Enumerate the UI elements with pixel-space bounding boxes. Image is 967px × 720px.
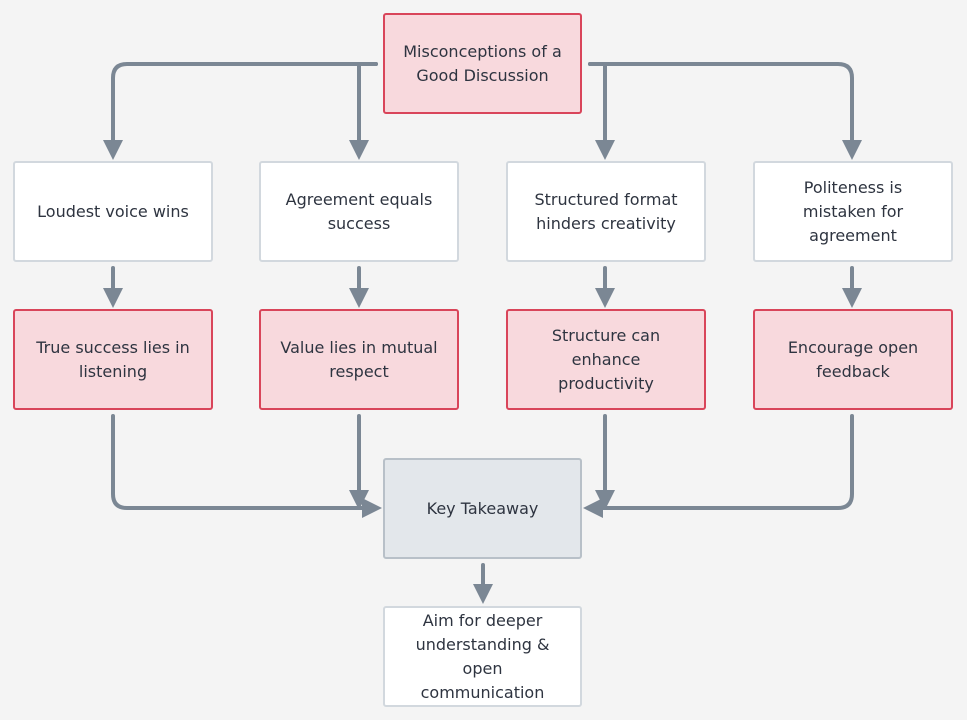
misconception-node-3: Structured format hinders creativity (506, 161, 706, 262)
correction-node-2: Value lies in mutual respect (259, 309, 459, 410)
misconception-label: Structured format hinders creativity (534, 189, 678, 233)
connector-root-to-misconception-3 (588, 62, 615, 160)
correction-label: Value lies in mutual respect (280, 337, 438, 381)
takeaway-node: Key Takeaway (383, 458, 582, 559)
correction-label: True success lies in listening (36, 337, 190, 381)
misconception-node-4: Politeness is mistaken for agreement (753, 161, 953, 262)
connector-root-to-misconception-4 (588, 62, 862, 160)
root-label: Misconceptions of a Good Discussion (403, 41, 562, 85)
correction-node-1: True success lies in listening (13, 309, 213, 410)
correction-label: Structure can enhance productivity (551, 325, 661, 393)
conclusion-label: Aim for deeper understanding & open comm… (415, 610, 550, 702)
correction-node-4: Encourage open feedback (753, 309, 953, 410)
connector-correction-4-to-takeaway (583, 414, 854, 518)
takeaway-label: Key Takeaway (426, 498, 539, 518)
misconception-label: Loudest voice wins (37, 201, 189, 221)
conclusion-node: Aim for deeper understanding & open comm… (383, 606, 582, 707)
correction-node-3: Structure can enhance productivity (506, 309, 706, 410)
misconception-label: Politeness is mistaken for agreement (802, 177, 904, 245)
root-node: Misconceptions of a Good Discussion (383, 13, 582, 114)
connector-correction-1-to-takeaway (111, 414, 382, 518)
misconception-node-1: Loudest voice wins (13, 161, 213, 262)
connector-root-to-misconception-1 (103, 62, 378, 160)
correction-label: Encourage open feedback (787, 337, 919, 381)
connector-root-to-misconception-2 (349, 62, 378, 160)
misconception-node-2: Agreement equals success (259, 161, 459, 262)
misconception-label: Agreement equals success (285, 189, 433, 233)
